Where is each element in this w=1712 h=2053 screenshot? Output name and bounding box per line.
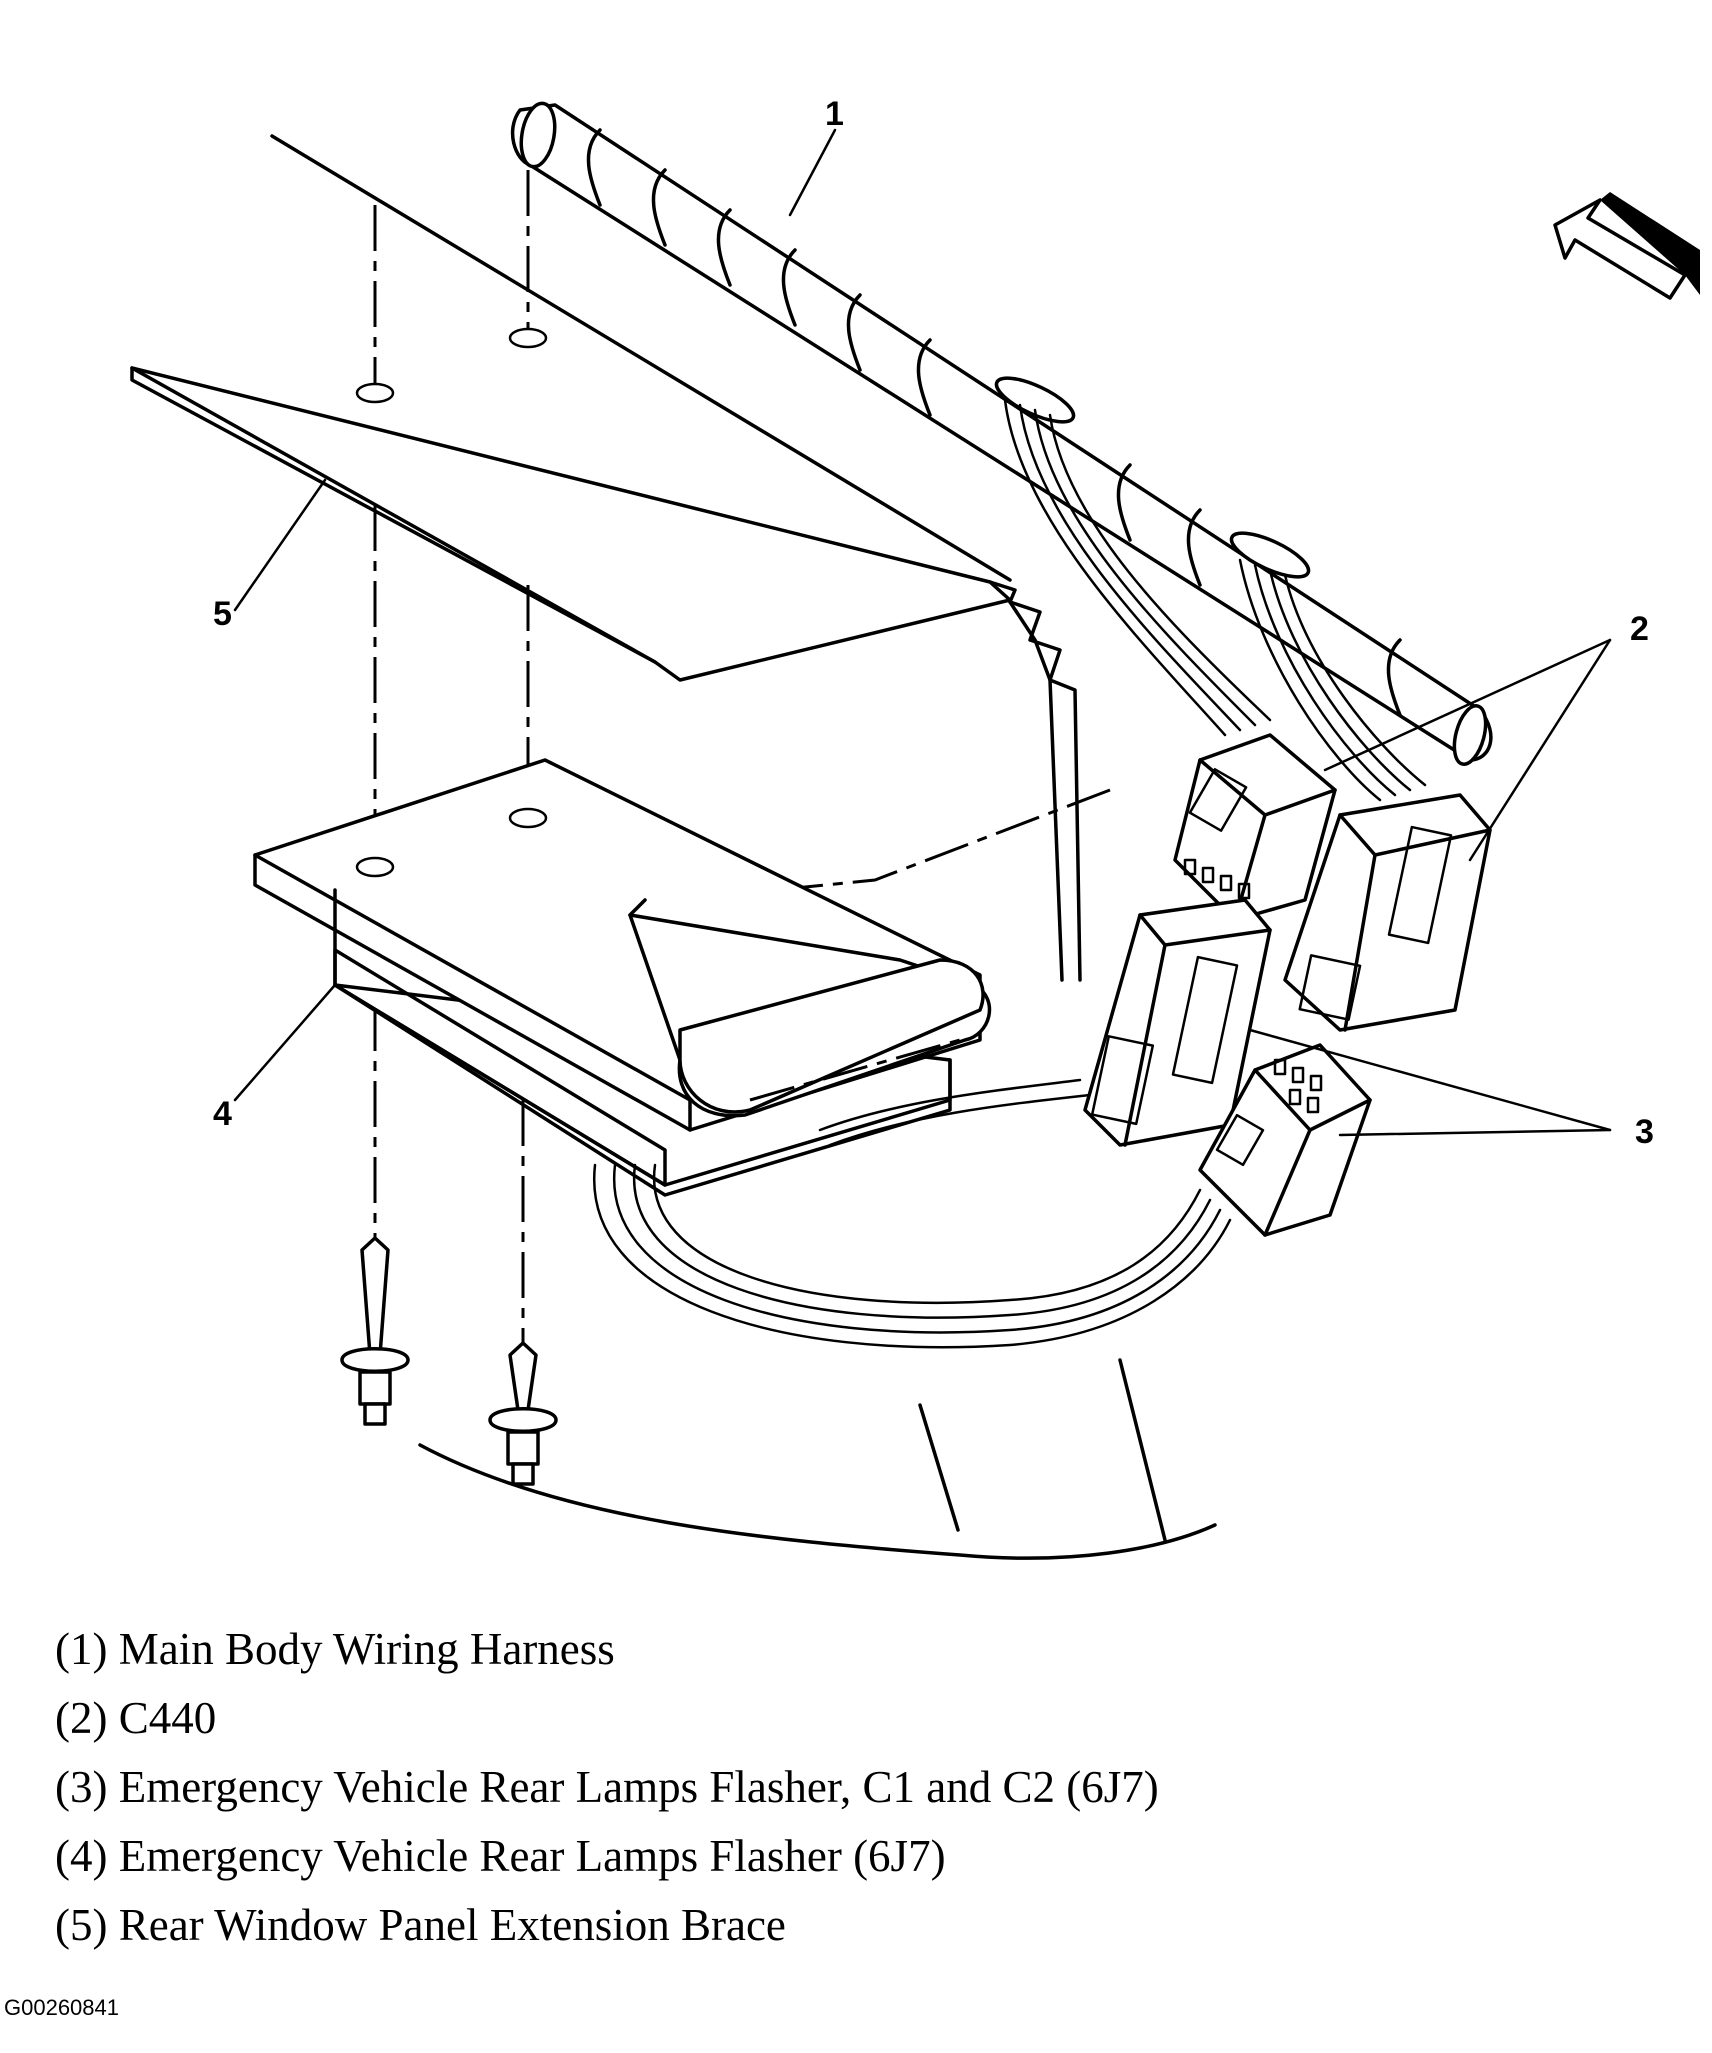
push-pin-fastener-icon xyxy=(340,1236,410,1426)
connector-c440-left xyxy=(1173,733,1337,922)
vehicle-body-outline xyxy=(418,1358,1217,1560)
parts-legend: (1) Main Body Wiring Harness (2) C440 (3… xyxy=(55,1615,1555,1960)
callout-1: 1 xyxy=(825,95,844,133)
legend-item: (1) Main Body Wiring Harness xyxy=(55,1624,615,1674)
rear-window-panel-extension-brace xyxy=(130,134,1082,982)
wiring-diagram: 1 2 3 4 5 xyxy=(130,95,1700,1560)
legend-item: (2) C440 xyxy=(55,1693,217,1743)
legend-item: (5) Rear Window Panel Extension Brace xyxy=(55,1900,786,1950)
callout-leaders xyxy=(233,128,1612,1137)
emergency-vehicle-rear-lamps-flasher xyxy=(253,758,992,1197)
callout-5: 5 xyxy=(213,595,232,633)
flasher-connector-c2 xyxy=(1198,1043,1372,1237)
push-pin-fastener-icon xyxy=(488,1341,558,1486)
harness-wire-bundle-lower xyxy=(592,1078,1232,1349)
legend-item: (4) Emergency Vehicle Rear Lamps Flasher… xyxy=(55,1831,946,1881)
main-body-wiring-harness xyxy=(510,101,1493,766)
callout-4: 4 xyxy=(213,1095,232,1133)
direction-arrow-icon xyxy=(1553,192,1700,300)
harness-wire-bundle-upper xyxy=(1003,398,1427,802)
callout-3: 3 xyxy=(1635,1113,1654,1151)
flasher-connector-c1 xyxy=(1083,898,1272,1147)
connector-terminal-row xyxy=(1183,858,1251,900)
callout-2: 2 xyxy=(1630,610,1649,648)
connector-terminal-row xyxy=(1273,1058,1323,1114)
legend-item: (3) Emergency Vehicle Rear Lamps Flasher… xyxy=(55,1762,1159,1812)
figure-id: G00260841 xyxy=(4,1995,119,2020)
connector-c440-right xyxy=(1283,793,1492,1032)
